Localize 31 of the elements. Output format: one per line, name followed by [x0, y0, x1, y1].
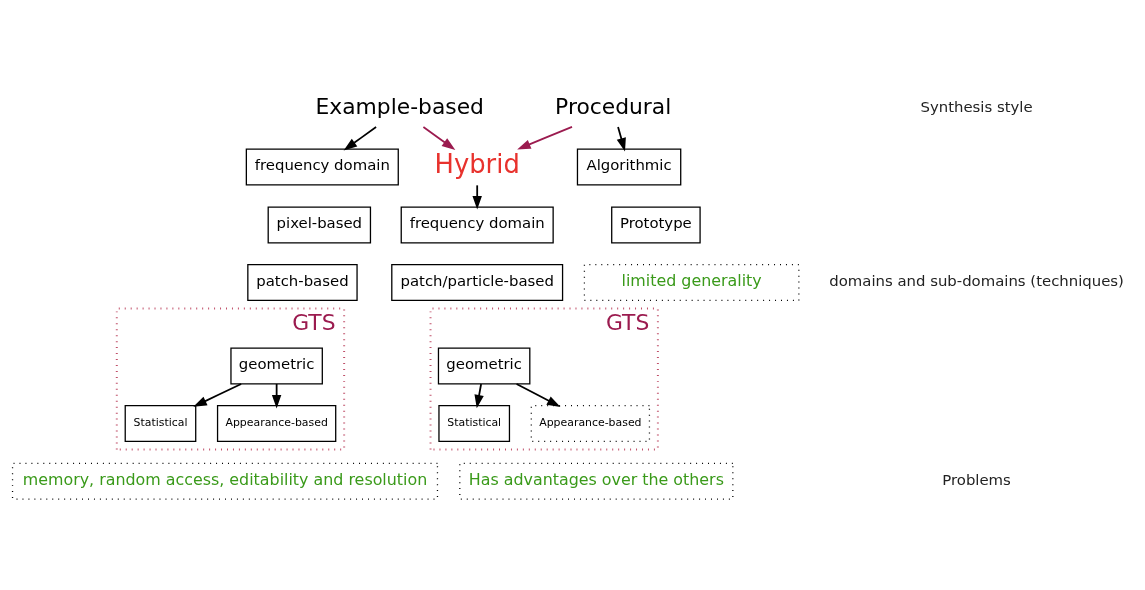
- label: Problems: [942, 470, 1011, 489]
- node-box: Appearance-based: [216, 405, 337, 443]
- node-box: Has advantages over the others: [459, 462, 734, 500]
- node-box: Prototype: [611, 206, 701, 244]
- label: domains and sub-domains (techniques): [829, 272, 1124, 291]
- node-box: geometric: [230, 347, 323, 385]
- node-box: frequency domain: [400, 206, 554, 244]
- arrow: [271, 383, 282, 409]
- arrow: [193, 383, 243, 407]
- label: Synthesis style: [920, 98, 1033, 117]
- arrow: [515, 383, 561, 407]
- node-box: Statistical: [438, 405, 511, 443]
- node-text: Procedural: [555, 94, 672, 120]
- arrow: [616, 126, 626, 152]
- node-box: patch/particle-based: [391, 264, 564, 302]
- node-box: frequency domain: [245, 148, 399, 186]
- node-box: pixel-based: [267, 206, 372, 244]
- node-box: patch-based: [247, 264, 358, 302]
- arrow: [474, 383, 484, 409]
- node-text: Example-based: [315, 94, 484, 120]
- node-box: memory, random access, editability and resolution: [11, 462, 439, 500]
- arrow: [472, 184, 482, 210]
- node-box: Appearance-based: [530, 405, 651, 443]
- node-box: Statistical: [124, 405, 197, 443]
- node-box: geometric: [437, 347, 531, 385]
- arrow: [422, 126, 456, 151]
- node-box: limited generality: [583, 264, 800, 302]
- node-box: Algorithmic: [576, 148, 682, 186]
- arrow: [343, 126, 377, 151]
- node-text: Hybrid: [434, 149, 520, 180]
- arrow: [517, 125, 573, 150]
